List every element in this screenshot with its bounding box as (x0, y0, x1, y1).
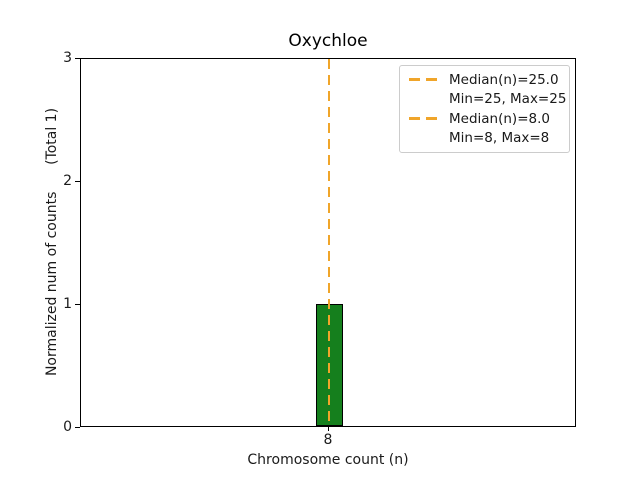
y-tick-label-1: 1 (63, 296, 72, 312)
legend-spacer (409, 137, 437, 140)
legend-entry-median-8: Median(n)=8.0 (406, 109, 563, 129)
y-axis-label-text: Normalized num of counts (Total 1) (44, 107, 60, 377)
y-tick-label-3: 3 (63, 50, 72, 66)
y-tick-label-0: 0 (63, 419, 72, 435)
y-tick-mark-1 (75, 304, 80, 305)
legend: Median(n)=25.0 Min=25, Max=25 Median(n)=… (399, 65, 570, 153)
median-line (328, 59, 330, 426)
x-tick-mark-8 (328, 427, 329, 431)
y-tick-mark-0 (75, 427, 80, 428)
y-tick-mark-3 (75, 58, 80, 59)
legend-spacer (409, 98, 437, 101)
legend-entry-minmax-8: Min=8, Max=8 (406, 129, 563, 149)
legend-entry-minmax-25: Min=25, Max=25 (406, 90, 567, 110)
legend-entry-median-25: Median(n)=25.0 (406, 70, 563, 90)
legend-label: Median(n)=25.0 (449, 71, 559, 88)
chart-title: Oxychloe (288, 31, 368, 51)
legend-sublabel: Min=25, Max=25 (449, 91, 567, 108)
y-tick-label-2: 2 (63, 173, 72, 189)
x-axis-label: Chromosome count (n) (247, 452, 409, 468)
x-tick-label-8: 8 (323, 432, 333, 448)
dashed-line-swatch (409, 117, 437, 121)
dashed-line-swatch (409, 78, 437, 82)
legend-sublabel: Min=8, Max=8 (449, 130, 550, 147)
y-tick-mark-2 (75, 181, 80, 182)
legend-label: Median(n)=8.0 (449, 110, 550, 127)
